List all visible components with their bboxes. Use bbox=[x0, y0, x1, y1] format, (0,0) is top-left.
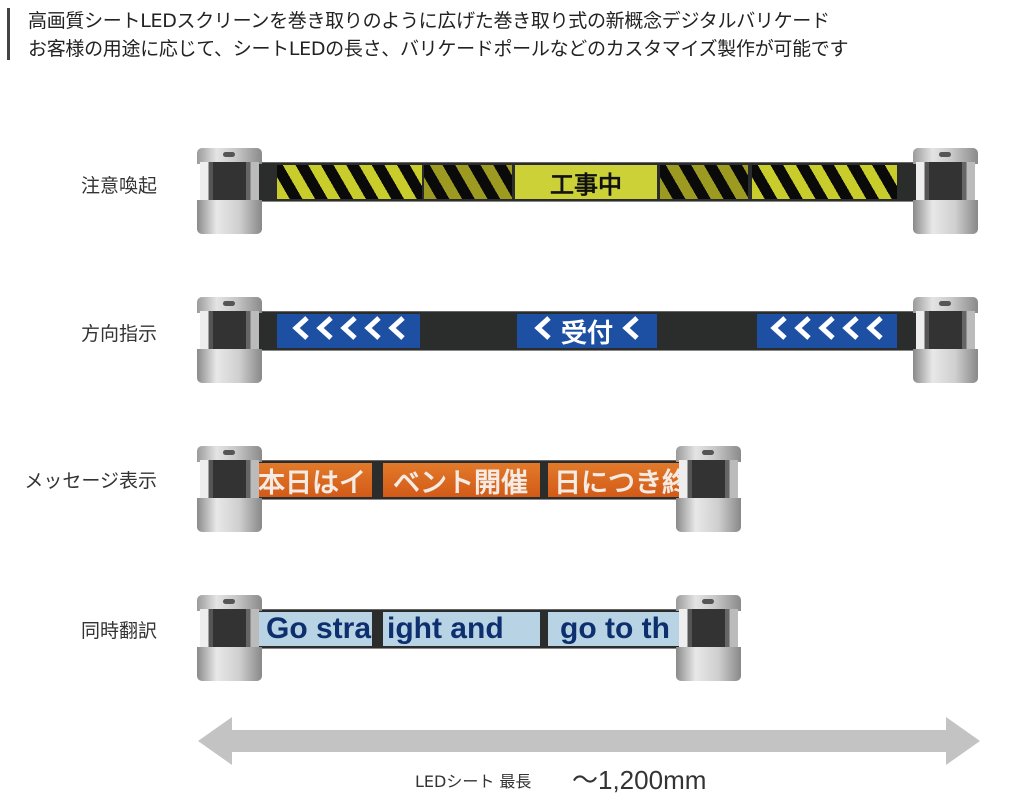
construction-text-panel: 工事中 bbox=[515, 165, 657, 199]
reception-text: 受付 bbox=[560, 318, 613, 349]
chevron-left-icon bbox=[622, 315, 640, 347]
chevron-panel bbox=[277, 314, 420, 348]
row-label-translation: 同時翻訳 bbox=[80, 620, 157, 642]
translation-panel: ight and bbox=[383, 612, 540, 646]
reception-panel: 受付 bbox=[517, 314, 657, 348]
barrier-post-right bbox=[913, 148, 978, 234]
header-line-2: お客様の用途に応じて、シートLEDの長さ、バリケードポールなどのカスタマイズ製作… bbox=[28, 38, 849, 60]
translation-panel: go to th bbox=[548, 612, 700, 646]
length-double-arrow-icon bbox=[198, 717, 980, 765]
led-sheet: 受付 bbox=[257, 311, 917, 351]
message-panel: 日につき終 bbox=[548, 463, 700, 497]
length-label: LEDシート 最長 bbox=[415, 772, 532, 791]
led-sheet: 工事中 bbox=[257, 162, 917, 202]
led-sheet: Go stra ight and go to th bbox=[237, 609, 707, 649]
chevron-left-icon bbox=[363, 315, 382, 347]
row-label-caution: 注意喚起 bbox=[80, 175, 157, 197]
barrier-post-right bbox=[676, 446, 741, 532]
length-value: ～1,200mm bbox=[572, 765, 707, 795]
header-accent-bar bbox=[7, 8, 10, 60]
barrier-post-left bbox=[197, 148, 262, 234]
chevron-left-icon bbox=[818, 315, 836, 347]
chevron-left-icon bbox=[534, 315, 552, 347]
translation-panel: Go stra bbox=[240, 612, 372, 646]
message-panel: ベント開催 bbox=[383, 463, 540, 497]
hazard-stripe-panel bbox=[752, 165, 897, 199]
header-line-1: 高画質シートLEDスクリーンを巻き取りのように広げた巻き取り式の新概念デジタルバ… bbox=[28, 10, 830, 32]
barrier-caution: 工事中 bbox=[197, 148, 978, 234]
chevron-left-icon bbox=[770, 315, 788, 347]
barrier-message: 本日はイ ベント開催 日につき終 bbox=[197, 446, 741, 532]
chevron-left-icon bbox=[842, 315, 860, 347]
message-panel: 本日はイ bbox=[240, 463, 372, 497]
hazard-stripe-panel bbox=[660, 165, 748, 199]
chevron-panel bbox=[757, 314, 897, 348]
row-label-direction: 方向指示 bbox=[80, 323, 157, 345]
barrier-translation: Go stra ight and go to th bbox=[197, 595, 741, 681]
chevron-left-icon bbox=[339, 315, 358, 347]
barrier-post-left bbox=[197, 297, 262, 383]
hazard-stripe-panel bbox=[424, 165, 512, 199]
chevron-left-icon bbox=[387, 315, 406, 347]
hazard-stripe-panel bbox=[277, 165, 422, 199]
barrier-direction: 受付 bbox=[197, 297, 978, 383]
row-label-message: メッセージ表示 bbox=[24, 470, 157, 492]
barrier-post-left bbox=[197, 446, 262, 532]
led-sheet: 本日はイ ベント開催 日につき終 bbox=[237, 460, 707, 500]
chevron-left-icon bbox=[291, 315, 310, 347]
barrier-post-right bbox=[676, 595, 741, 681]
chevron-left-icon bbox=[794, 315, 812, 347]
chevron-left-icon bbox=[315, 315, 334, 347]
barrier-post-left bbox=[197, 595, 262, 681]
chevron-left-icon bbox=[866, 315, 884, 347]
barrier-post-right bbox=[913, 297, 978, 383]
